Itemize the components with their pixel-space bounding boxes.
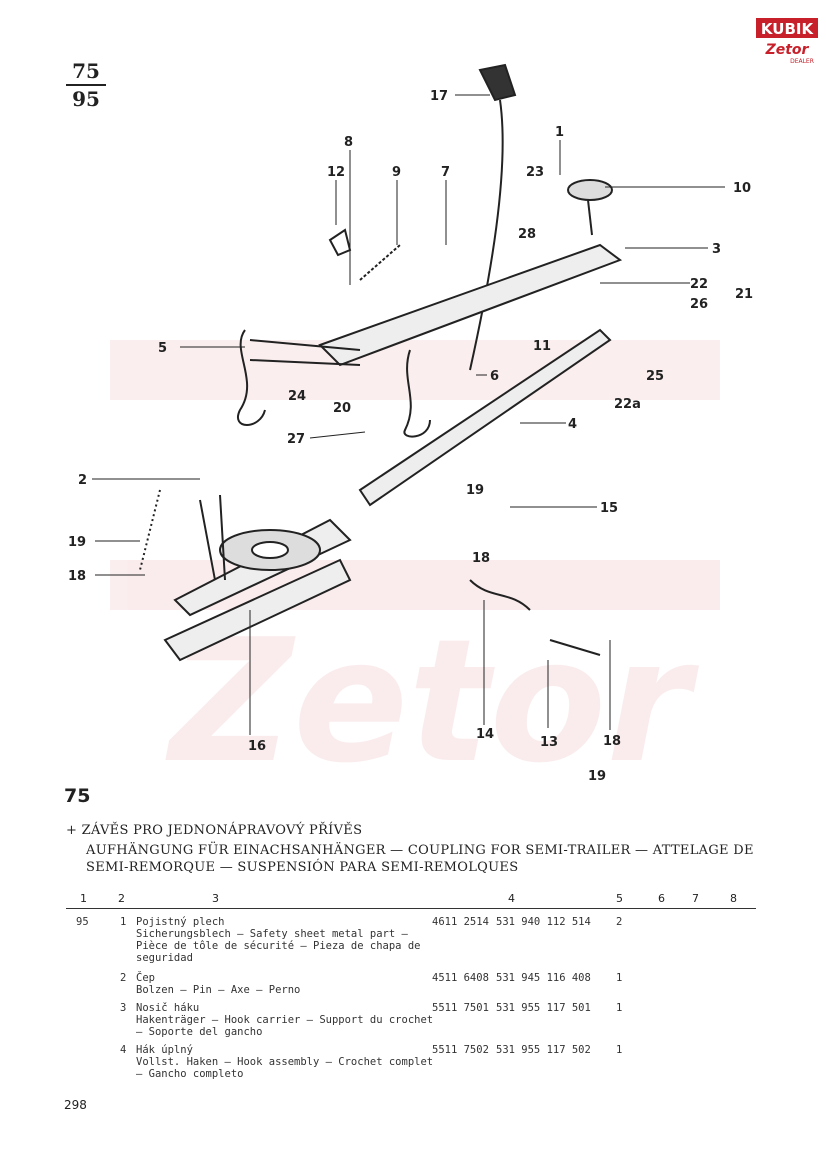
kubik-zetor-logo: KUBIK Zetor DEALER: [756, 18, 818, 65]
col-header: 6: [658, 892, 665, 905]
callout: 18: [68, 569, 86, 584]
callout: 9: [392, 165, 401, 180]
name-cell: Nosič háku: [136, 1002, 200, 1014]
callout: 1: [555, 125, 564, 140]
section-title: + ZÁVĚS PRO JEDNONÁPRAVOVÝ PŘÍVĚS: [66, 823, 363, 838]
callout: 6: [490, 369, 499, 384]
callout: 27: [287, 432, 305, 447]
callout: 17: [430, 89, 448, 104]
callout: 13: [540, 735, 558, 750]
callout: 11: [533, 339, 551, 354]
callout: 16: [248, 739, 266, 754]
desc-cell: Bolzen — Pin — Axe — Perno: [136, 984, 301, 996]
col-header: 2: [118, 892, 125, 905]
figure-number: 75: [64, 785, 91, 807]
callout: 12: [327, 165, 345, 180]
callout-labels: 17 8 1 12 9 7 23 10 28 3 22 21 26 5 11 6…: [68, 89, 753, 784]
qty-cell: 1: [616, 972, 623, 984]
name-cell: Pojistný plech: [136, 916, 225, 928]
part-old-cell: 5511 7502: [432, 1044, 489, 1056]
pos-cell: 3: [120, 1002, 127, 1014]
part-new-cell: 531 945 116 408: [496, 972, 591, 984]
pos-cell: 4: [120, 1044, 127, 1056]
svg-text:Zetor: Zetor: [165, 603, 700, 800]
callout: 5: [158, 341, 167, 356]
group-numerator: 75: [66, 58, 106, 86]
callout: 14: [476, 727, 494, 742]
callout: 23: [526, 165, 544, 180]
callout: 20: [333, 401, 351, 416]
part-new-cell: 531 955 117 501: [496, 1002, 591, 1014]
col-header: 8: [730, 892, 737, 905]
part-old-cell: 5511 7501: [432, 1002, 489, 1014]
pos-cell: 1: [120, 916, 127, 928]
part-old-cell: 4611 2514: [432, 916, 489, 928]
part-new-cell: 531 940 112 514: [496, 916, 591, 928]
callout: 2: [78, 473, 87, 488]
svg-text:KUBIK: KUBIK: [761, 20, 815, 38]
callout: 19: [68, 535, 86, 550]
desc-cell: Sicherungsblech — Safety sheet metal par…: [136, 928, 421, 964]
callout: 3: [712, 242, 721, 257]
callout: 24: [288, 389, 306, 404]
callout: 15: [600, 501, 618, 516]
col-header: 5: [616, 892, 623, 905]
group-denominator: 95: [72, 87, 100, 111]
col-header: 1: [80, 892, 87, 905]
callout: 26: [690, 297, 708, 312]
col-header: 3: [212, 892, 219, 905]
callout: 19: [466, 483, 484, 498]
svg-text:DEALER: DEALER: [790, 58, 814, 65]
qty-cell: 2: [616, 916, 623, 928]
group-cell: 95: [76, 916, 89, 928]
leader-lines: [92, 94, 725, 735]
callout: 4: [568, 417, 577, 432]
parts-drawing: [139, 63, 623, 662]
callout: 28: [518, 227, 536, 242]
name-cell: Hák úplný: [136, 1044, 193, 1056]
callout: 18: [472, 551, 490, 566]
svg-text:Zetor: Zetor: [765, 42, 810, 58]
page-number: 298: [64, 1098, 87, 1112]
group-number: 75 95: [66, 58, 106, 112]
part-old-cell: 4511 6408: [432, 972, 489, 984]
qty-cell: 1: [616, 1002, 623, 1014]
callout: 8: [344, 135, 353, 150]
callout: 21: [735, 287, 753, 302]
exploded-parts-diagram: Zetor: [68, 63, 753, 800]
callout: 22a: [614, 397, 641, 412]
qty-cell: 1: [616, 1044, 623, 1056]
pos-cell: 2: [120, 972, 127, 984]
callout: 22: [690, 277, 708, 292]
callout: 10: [733, 181, 751, 196]
callout: 18: [603, 734, 621, 749]
callout: 7: [441, 165, 450, 180]
col-header: 4: [508, 892, 515, 905]
col-header: 7: [692, 892, 699, 905]
desc-cell: Vollst. Haken — Hook assembly — Crochet …: [136, 1056, 434, 1080]
table-header: 1 2 3 4 5 6 7 8: [66, 892, 756, 909]
desc-cell: Hakenträger — Hook carrier — Support du …: [136, 1014, 434, 1038]
name-cell: Čep: [136, 972, 155, 984]
callout: 25: [646, 369, 664, 384]
section-subtitle: AUFHÄNGUNG FÜR EINACHSANHÄNGER — COUPLIN…: [86, 843, 754, 875]
callout: 19: [588, 769, 606, 784]
part-new-cell: 531 955 117 502: [496, 1044, 591, 1056]
